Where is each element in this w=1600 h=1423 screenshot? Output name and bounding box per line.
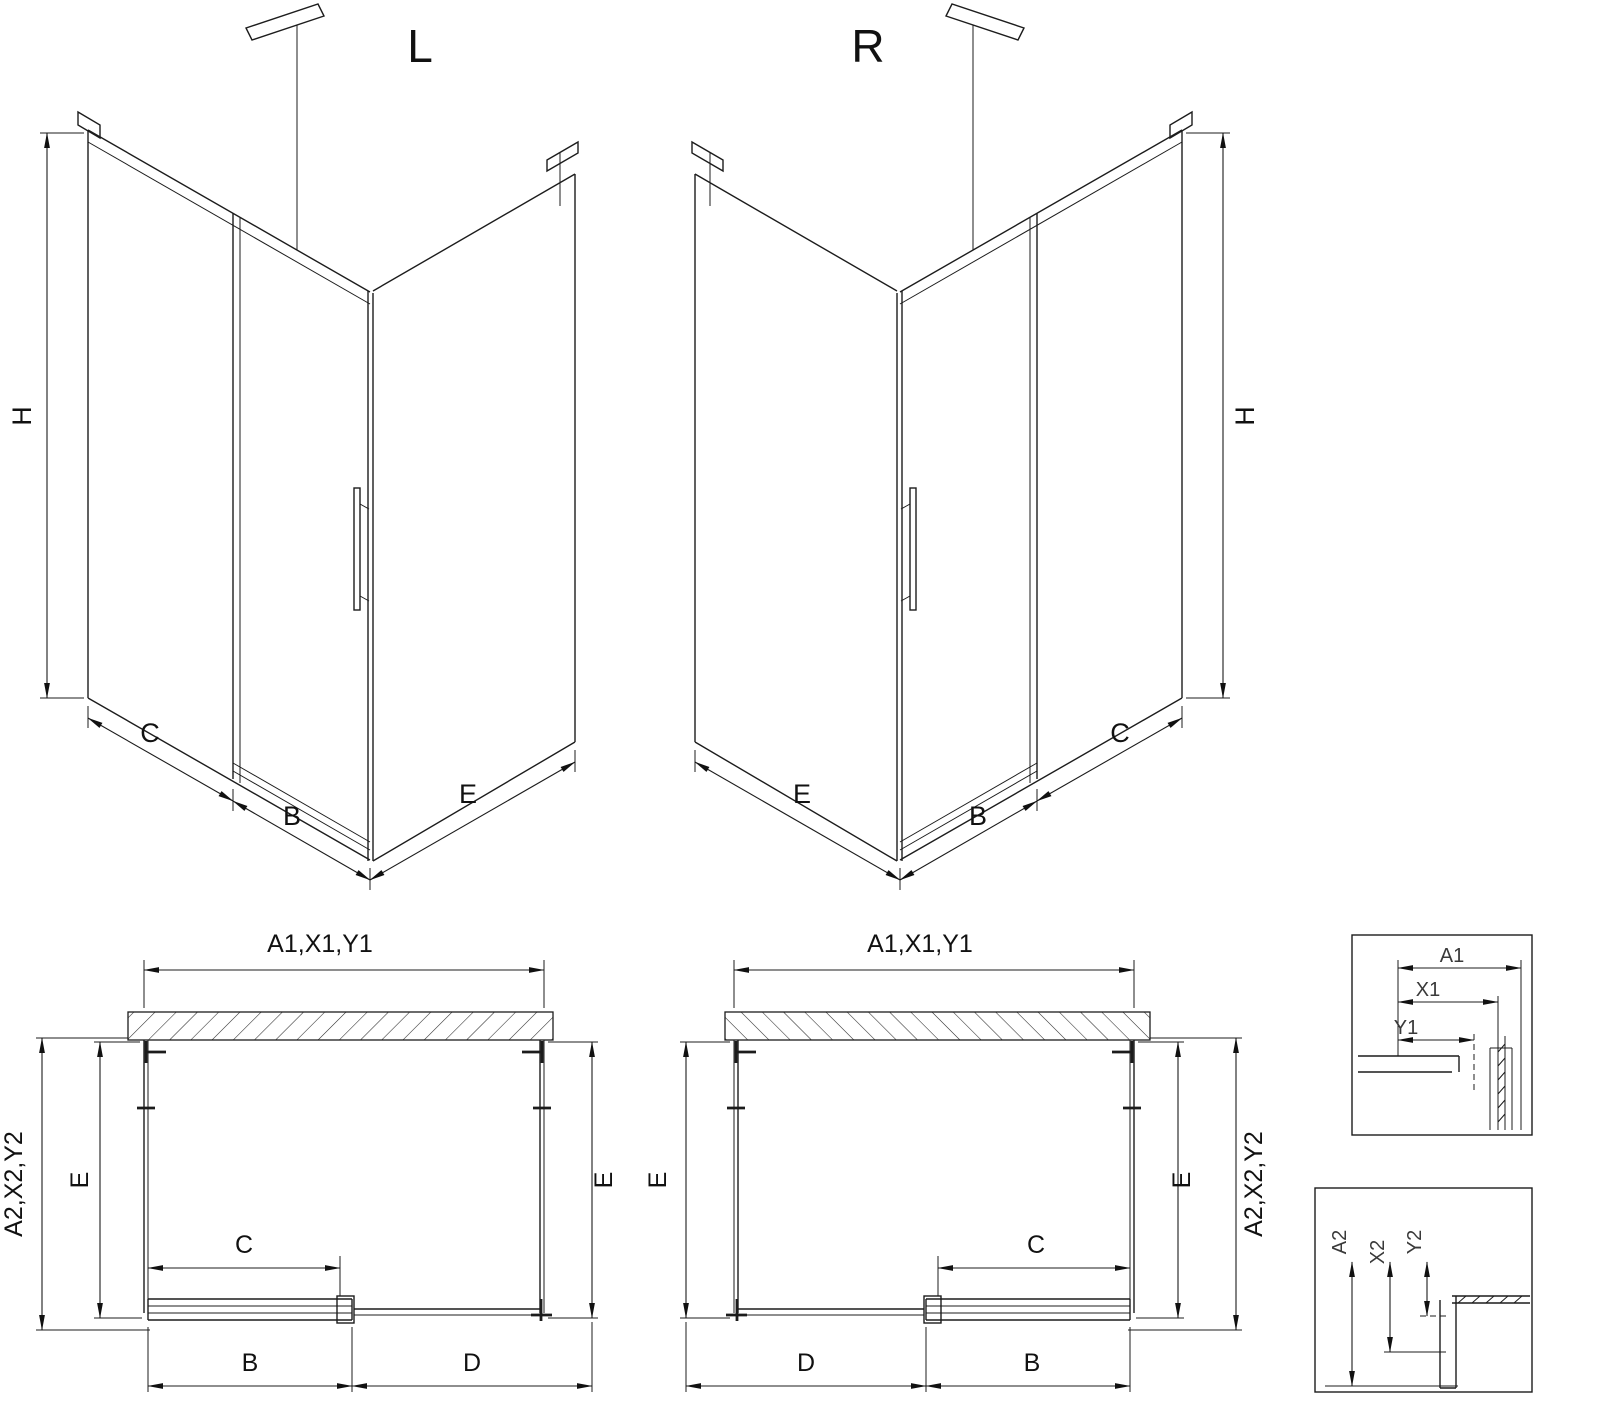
- plan-right-b-label: B: [1024, 1349, 1041, 1377]
- iso-left-linework: [40, 3, 579, 890]
- detail-floor-profile: [1314, 1187, 1533, 1393]
- plan-left-c-label: C: [235, 1231, 253, 1259]
- plan-right-e-left-label: E: [644, 1172, 672, 1189]
- detail-bottom-y2-label: Y2: [1404, 1230, 1426, 1254]
- iso-right-c-label: C: [1110, 718, 1130, 748]
- detail-top-a1-label: A1: [1440, 945, 1464, 967]
- detail-top-x1-label: X1: [1416, 979, 1440, 1001]
- detail-top-y1-label: Y1: [1394, 1017, 1418, 1039]
- plan-left-b-label: B: [242, 1349, 259, 1377]
- iso-right-b-label: B: [969, 801, 987, 831]
- iso-left-c-label: C: [140, 718, 160, 748]
- plan-right-d-label: D: [797, 1349, 815, 1377]
- plan-right-c-label: C: [1027, 1231, 1045, 1259]
- plan-right-side-label: A2,X2,Y2: [1240, 1131, 1268, 1237]
- iso-left-height-label: H: [7, 406, 37, 426]
- iso-right-e-label: E: [793, 779, 811, 809]
- iso-right-title: R: [851, 20, 884, 72]
- plan-left-e-right-label: E: [590, 1172, 618, 1189]
- iso-left-title: L: [407, 20, 433, 72]
- iso-left-e-label: E: [459, 779, 477, 809]
- plan-right-e-right-label: E: [1168, 1172, 1196, 1189]
- detail-bottom-a2-label: A2: [1329, 1230, 1351, 1254]
- iso-right-linework: [692, 4, 1230, 890]
- plan-left-side-label: A2,X2,Y2: [0, 1131, 28, 1237]
- iso-right-height-label: H: [1230, 406, 1260, 426]
- detail-bottom-x2-label: X2: [1367, 1240, 1389, 1264]
- plan-left-e-left-label: E: [66, 1172, 94, 1189]
- iso-left-b-label: B: [283, 801, 301, 831]
- detail-wall-profile: [1351, 934, 1533, 1136]
- plan-left-d-label: D: [463, 1349, 481, 1377]
- plan-left-linework: [36, 960, 598, 1392]
- plan-right-width-label: A1,X1,Y1: [867, 930, 973, 958]
- plan-right-linework: [680, 960, 1242, 1392]
- plan-left-width-label: A1,X1,Y1: [267, 930, 373, 958]
